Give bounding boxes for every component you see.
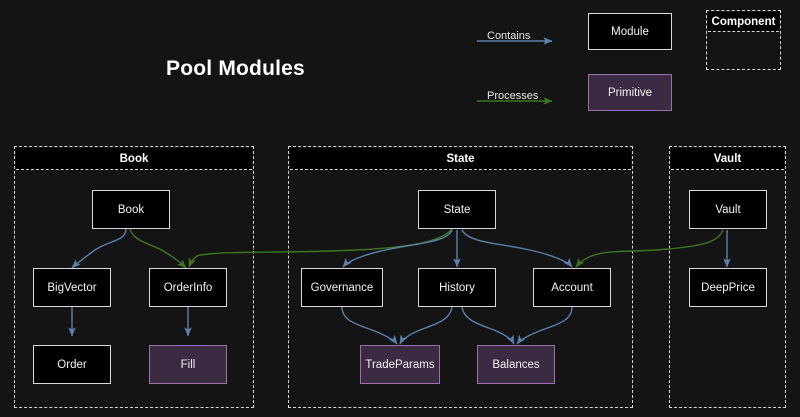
- node-vault-label: Vault: [715, 203, 741, 216]
- cluster-state: [288, 146, 633, 408]
- node-account-label: Account: [551, 281, 593, 294]
- page-title: Pool Modules: [166, 57, 305, 80]
- cluster-book-label: Book: [119, 152, 149, 165]
- cluster-vault: [669, 146, 786, 408]
- node-deepprice[interactable]: DeepPrice: [689, 268, 767, 307]
- node-deepprice-label: DeepPrice: [701, 281, 755, 294]
- legend-contains-label: Contains: [487, 30, 531, 42]
- node-state-label: State: [443, 203, 471, 216]
- node-governance[interactable]: Governance: [301, 268, 383, 307]
- node-bigvector[interactable]: BigVector: [33, 268, 111, 307]
- node-balances-label: Balances: [492, 358, 540, 371]
- node-book-label: Book: [117, 203, 145, 216]
- node-fill[interactable]: Fill: [149, 345, 227, 384]
- node-history[interactable]: History: [418, 268, 496, 307]
- legend-module-label: Module: [611, 25, 649, 38]
- legend-primitive-box: Primitive: [588, 74, 672, 111]
- cluster-state-label: State: [446, 152, 475, 165]
- legend-component-header: Component: [708, 12, 779, 32]
- node-tradeparams[interactable]: TradeParams: [360, 345, 440, 384]
- cluster-vault-label: Vault: [713, 152, 742, 165]
- cluster-state-header: State: [290, 148, 631, 170]
- cluster-book: [14, 146, 254, 408]
- node-orderinfo[interactable]: OrderInfo: [149, 268, 227, 307]
- node-tradeparams-label: TradeParams: [365, 358, 435, 371]
- node-bigvector-label: BigVector: [47, 281, 97, 294]
- legend-component-box: [706, 10, 781, 70]
- node-fill-label: Fill: [180, 358, 196, 371]
- node-order[interactable]: Order: [33, 345, 111, 384]
- node-governance-label: Governance: [310, 281, 374, 294]
- node-orderinfo-label: OrderInfo: [163, 281, 213, 294]
- legend-component-label: Component: [711, 15, 776, 28]
- node-order-label: Order: [57, 358, 87, 371]
- legend-primitive-label: Primitive: [607, 86, 653, 99]
- legend-module-box: Module: [588, 13, 672, 50]
- node-vault[interactable]: Vault: [689, 190, 767, 229]
- node-account[interactable]: Account: [533, 268, 611, 307]
- node-state[interactable]: State: [418, 190, 496, 229]
- legend-processes-label: Processes: [487, 90, 539, 102]
- node-history-label: History: [439, 281, 475, 294]
- node-book[interactable]: Book: [92, 190, 170, 229]
- cluster-book-header: Book: [16, 148, 252, 170]
- cluster-vault-header: Vault: [671, 148, 784, 170]
- node-balances[interactable]: Balances: [477, 345, 555, 384]
